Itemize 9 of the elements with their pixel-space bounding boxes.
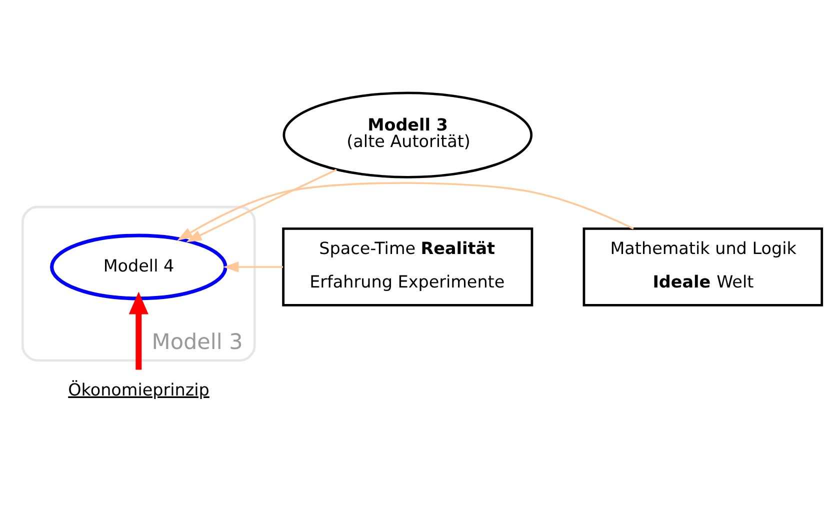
node-text: Ökonomieprinzip xyxy=(68,378,210,399)
arrow xyxy=(186,168,337,242)
node-ellipse: Modell 3 (alte Autorität) xyxy=(282,91,533,178)
node-ellipse: Modell 4 xyxy=(50,233,228,300)
arrow xyxy=(223,261,284,272)
arrow xyxy=(128,291,148,370)
arrow xyxy=(177,182,634,240)
node-box: Space-Time Realität Erfahrung Experimente xyxy=(282,227,534,306)
node-box: Mathematik und Logik Ideale Welt xyxy=(582,227,824,306)
